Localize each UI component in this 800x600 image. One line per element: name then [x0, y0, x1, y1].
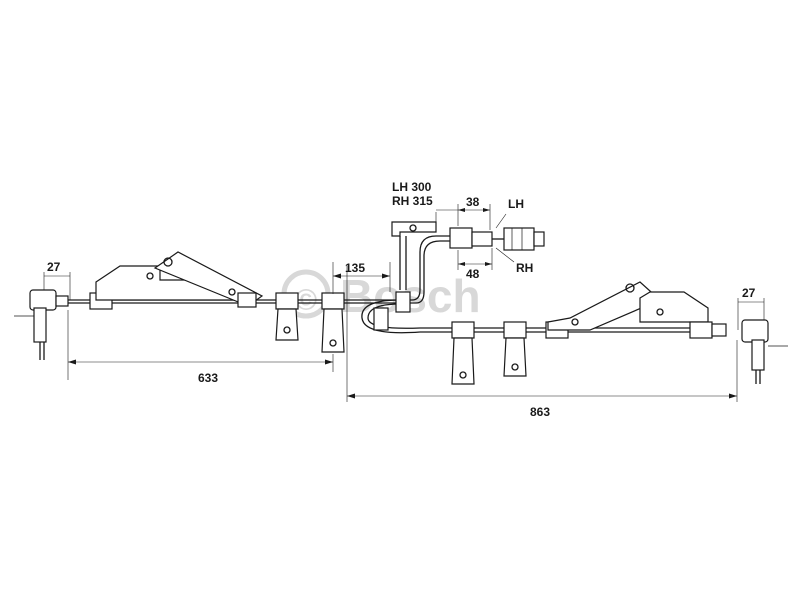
center-cable-routing: [361, 221, 545, 334]
rh-length-label: RH 315: [392, 194, 433, 208]
right-angle-dimension: 27: [737, 286, 765, 330]
left-length-value: 633: [198, 371, 218, 385]
rh-label: RH: [516, 261, 533, 275]
left-angle-dimension: 27: [43, 260, 71, 300]
connector-length-value: 38: [466, 195, 480, 209]
middle-offset-value: 135: [345, 261, 365, 275]
right-cable: [420, 281, 713, 385]
middle-offset-dimension: 135: [332, 261, 391, 294]
left-length-dimension: 633: [67, 310, 334, 385]
lh-label: LH: [508, 197, 524, 211]
right-length-value: 863: [530, 405, 550, 419]
right-wheel-sensor: [711, 319, 788, 384]
left-wheel-sensor: [14, 289, 69, 360]
lh-length-label: LH 300: [392, 180, 432, 194]
connector-dimensions: LH 300 RH 315 38 48 LH RH: [392, 180, 533, 281]
connector-offset-value: 48: [466, 267, 480, 281]
left-cable: [68, 251, 400, 353]
right-angle-value: 27: [742, 286, 756, 300]
left-angle-value: 27: [47, 260, 61, 274]
right-length-dimension: 863: [346, 266, 738, 419]
